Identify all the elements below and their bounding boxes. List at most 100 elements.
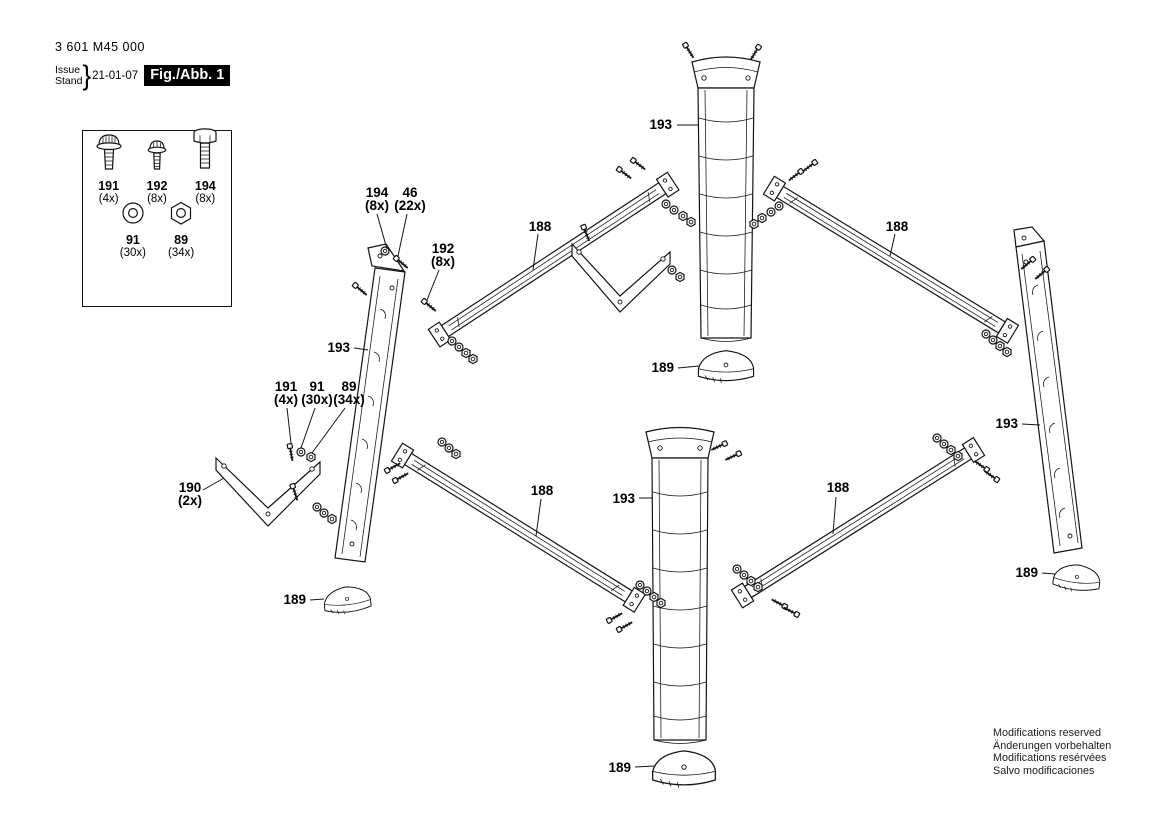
issue-stand-labels: Issue Stand: [55, 63, 83, 87]
washer: [312, 502, 322, 512]
hardware-legend-box: 191 (4x) 192 (8x): [82, 128, 232, 307]
screw: [681, 41, 697, 61]
note-line-en: Modifications reserved: [993, 727, 1102, 739]
washer: [667, 265, 677, 275]
issue-row: Issue Stand } 21-01-07 Fig./Abb. 1: [55, 59, 231, 91]
washer: [380, 246, 390, 256]
note-line-fr: Modifications resérvées: [993, 752, 1107, 764]
legend-part-qty: (30x): [119, 247, 146, 259]
washer: [669, 205, 679, 215]
brace-glyph: }: [82, 59, 92, 91]
callout-nut-89: 89: [341, 379, 356, 394]
pan-head-screw-icon: [147, 140, 167, 170]
callout-crossbar-upper-left: 188: [529, 219, 552, 234]
washer: [635, 580, 645, 590]
legend-item-194: 194 (8x): [190, 126, 220, 205]
screw: [747, 43, 763, 63]
callout-labels: 193 194 (8x) 46 (22x) 192 (8x) 188 188 1…: [178, 117, 1038, 775]
stand-label: Stand: [55, 74, 83, 87]
crossbar-lower-right: [730, 437, 986, 609]
washer: [988, 335, 998, 345]
crossbar-upper-left: [427, 171, 680, 348]
nut: [1002, 346, 1012, 358]
callout-bracket-190: 190: [179, 480, 202, 495]
screw: [972, 458, 991, 474]
legend-part-id: 194: [194, 179, 216, 193]
screw: [420, 297, 439, 314]
screw: [709, 439, 729, 453]
callout-nut-89-qty: (34x): [333, 392, 365, 407]
legend-item-91: 91 (30x): [120, 200, 146, 259]
issue-label: Issue: [55, 63, 81, 76]
nut: [753, 581, 763, 593]
v-bracket-190: [215, 456, 321, 527]
foot-bottom-center: [652, 750, 716, 789]
callout-screw-192-qty: (8x): [431, 254, 455, 269]
legend-item-89: 89 (34x): [168, 200, 194, 259]
part-number: 3 601 M45 000: [55, 40, 145, 54]
legend-item-192: 192 (8x): [145, 138, 169, 205]
screw: [383, 460, 403, 475]
callout-screw-191-qty: (4x): [274, 392, 298, 407]
washer: [732, 564, 742, 574]
foot-right: [1051, 561, 1102, 595]
washer: [437, 437, 447, 447]
figure-label: Fig./Abb. 1: [144, 65, 231, 86]
screw: [615, 165, 634, 182]
leg-top-center: [691, 56, 761, 342]
screw: [723, 449, 743, 463]
washer: [766, 207, 776, 217]
screw: [786, 167, 805, 184]
screw: [800, 158, 819, 175]
callout-washer-91: 91: [309, 379, 325, 394]
nut: [656, 597, 666, 609]
legend-part-id: 91: [125, 233, 140, 247]
washer: [296, 447, 306, 457]
callout-leg-right: 193: [995, 416, 1018, 431]
washer: [661, 199, 671, 209]
callout-screw-191: 191: [275, 379, 298, 394]
callout-bolt-194: 194: [366, 185, 389, 200]
nut: [451, 448, 461, 460]
nut: [757, 212, 767, 224]
washer: [981, 329, 991, 339]
washer: [774, 201, 784, 211]
washer: [932, 433, 942, 443]
callout-screw-192: 192: [432, 241, 455, 256]
modifications-note: Modifications reserved Änderungen vorbeh…: [993, 727, 1111, 777]
washer: [739, 570, 749, 580]
screw: [615, 619, 635, 634]
callout-leg-top: 193: [649, 117, 672, 132]
callout-leg-left: 193: [327, 340, 350, 355]
washer: [642, 586, 652, 596]
callout-foot-bottom: 189: [608, 760, 631, 775]
legend-part-qty: (8x): [195, 193, 216, 205]
callout-bolt-194-qty: (8x): [365, 198, 389, 213]
note-line-de: Änderungen vorbehalten: [993, 739, 1112, 752]
legend-item-191: 191 (4x): [94, 132, 124, 205]
crossbar-lower-left: [390, 442, 646, 613]
callout-crossbar-upper-right: 188: [886, 219, 909, 234]
foot-left: [322, 583, 373, 617]
screw: [982, 468, 1001, 484]
screw: [605, 610, 625, 625]
callout-foot-right: 189: [1015, 565, 1038, 580]
leg-left: [334, 243, 406, 563]
washer: [447, 336, 457, 346]
note-line-es: Salvo modificaciones: [993, 764, 1095, 777]
nut: [953, 450, 963, 462]
callout-leg-bottom: 193: [612, 491, 635, 506]
nut: [675, 271, 685, 283]
callout-crossbar-lower-right: 188: [827, 480, 850, 495]
washer-icon: [122, 202, 144, 224]
nut: [678, 210, 688, 222]
legend-row-screws: 191 (4x) 192 (8x): [83, 128, 231, 205]
legend-part-id: 191: [98, 179, 120, 193]
leg-bottom-center: [645, 426, 715, 744]
nut: [686, 216, 696, 228]
nut-icon: [170, 201, 192, 225]
washer: [319, 508, 329, 518]
leg-right: [1013, 226, 1083, 554]
foot-top-center: [697, 350, 755, 384]
